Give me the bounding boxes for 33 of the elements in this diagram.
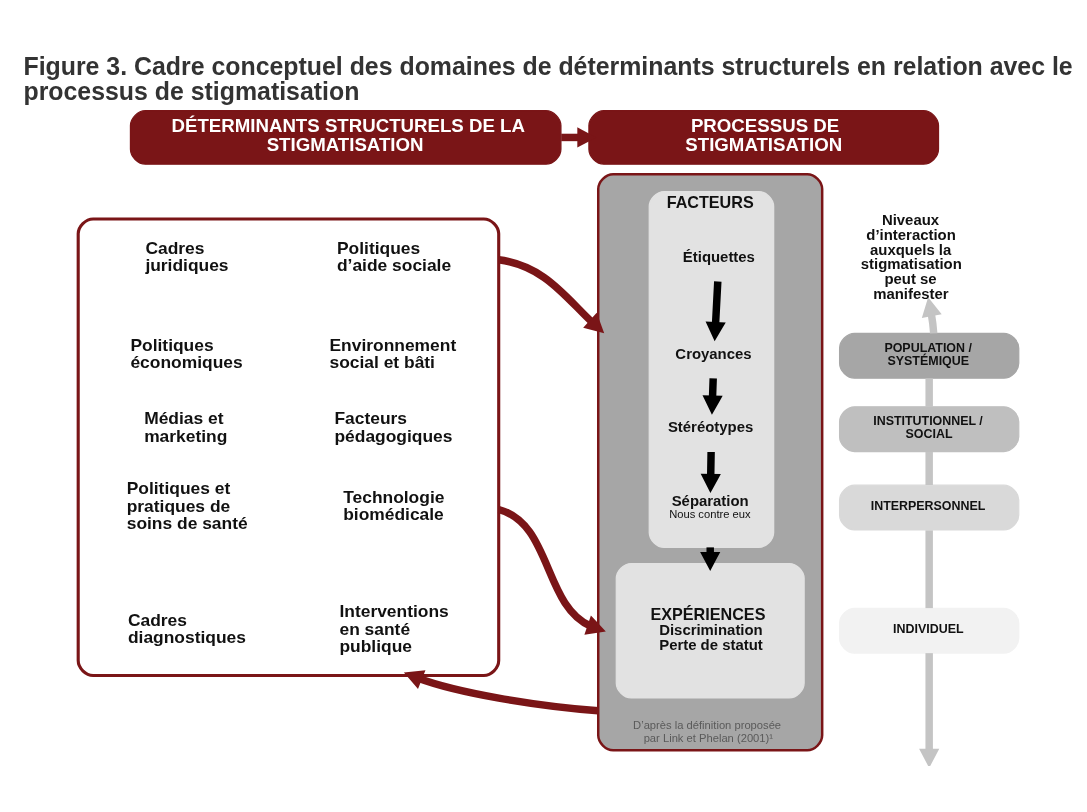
node-text: Environnement social et bâti [329, 335, 457, 373]
node-text: Politiques économiques [130, 335, 243, 373]
connector [925, 530, 933, 609]
node-text: Politiques et pratiques de soins de santé [126, 478, 248, 533]
node-text: Cadres juridiques [145, 238, 229, 276]
node-text: Étiquettes [682, 247, 755, 265]
connector [925, 452, 933, 485]
cluster [76, 217, 501, 678]
node-text: Médias et marketing [144, 408, 228, 446]
node-text: Technologie biomédicale [343, 486, 445, 525]
arrow [919, 653, 940, 766]
arrow [497, 506, 606, 635]
node-box: INTERPERSONNEL [839, 484, 1020, 531]
node-text: Séparation Nous contre eux [669, 491, 751, 520]
node-box: INSTITUTIONNEL / SOCIAL [839, 406, 1020, 453]
node-box: INDIVIDUEL [839, 607, 1020, 654]
node-box: POPULATION / SYSTÉMIQUE [839, 332, 1020, 379]
node-text: Politiques d’aide sociale [336, 238, 452, 276]
arrow [403, 670, 599, 715]
node-text: Stéréotypes [667, 418, 754, 436]
node-text: Croyances [675, 345, 752, 363]
arrow [498, 256, 605, 334]
connector [925, 378, 933, 407]
arrow [700, 451, 721, 493]
node-box: EXPÉRIENCES Discrimination Perte de statut [615, 562, 805, 699]
arrow [921, 297, 942, 334]
node-text: Facteurs pédagogiques [334, 408, 453, 446]
node-box: DÉTERMINANTS STRUCTURELS DE LA STIGMATISATION [129, 110, 562, 165]
node-text: Cadres diagnostiques [127, 610, 246, 648]
node-text: Niveaux d’interaction auxquels la stigmatisation peut se manifester [860, 210, 962, 303]
diagram-title: Figure 3. Cadre conceptuel des domaines de déterminants structurels en relation avec le processus de stigmatisation [23, 51, 1073, 105]
node-text: Interventions en santé publique [339, 601, 449, 657]
node-box: PROCESSUS DE STIGMATISATION [588, 110, 940, 165]
